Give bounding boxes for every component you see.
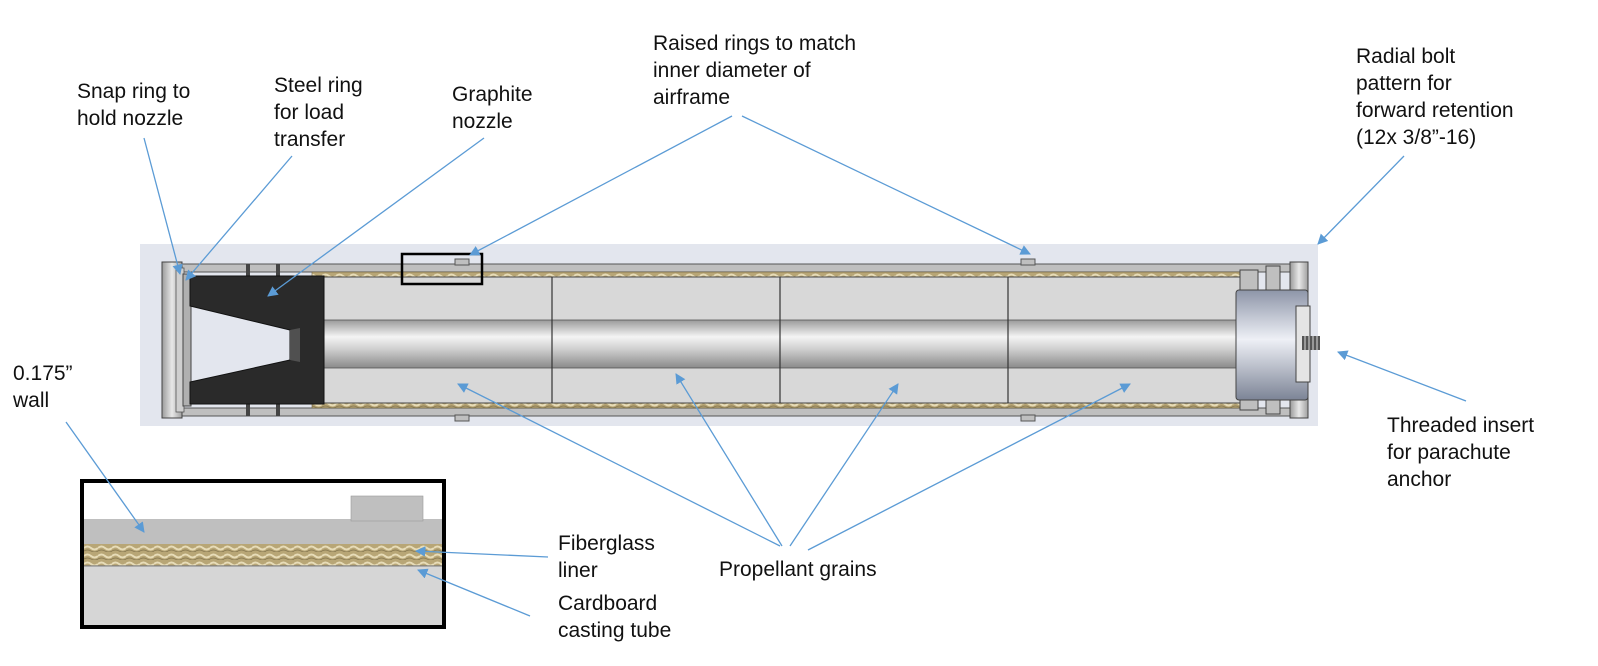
forward-bulkhead <box>1235 261 1320 419</box>
inset-raised-ring <box>350 495 424 522</box>
snap-ring <box>161 261 185 419</box>
raised-ring-aft-top <box>1020 258 1036 266</box>
inset-detail <box>80 479 446 629</box>
inset-fiberglass-liner <box>84 544 442 566</box>
label-steel-ring: Steel ring for load transfer <box>274 74 363 151</box>
label-graphite-nozzle: Graphite nozzle <box>452 83 533 133</box>
zoom-indicator-box <box>400 252 484 286</box>
label-radial-bolt: Radial bolt pattern for forward retentio… <box>1356 45 1514 149</box>
propellant-grains <box>323 276 1241 404</box>
graphite-nozzle <box>189 275 325 405</box>
label-propellant-grains: Propellant grains <box>719 558 877 581</box>
liner-top <box>311 271 1255 278</box>
raised-ring-aft-bottom <box>1020 414 1036 422</box>
raised-ring-fwd-bottom <box>454 414 470 422</box>
label-threaded-insert: Threaded insert for parachute anchor <box>1387 414 1535 491</box>
raised-ring-fwd-top <box>454 258 470 266</box>
liner-bottom <box>311 402 1255 409</box>
label-raised-rings: Raised rings to match inner diameter of … <box>653 32 857 109</box>
leader-lines <box>65 115 1467 617</box>
label-fiberglass-liner: Fiberglass liner <box>558 532 655 582</box>
label-cardboard-tube: Cardboard casting tube <box>558 592 672 642</box>
label-snap-ring: Snap ring to hold nozzle <box>77 80 191 130</box>
threaded-insert <box>1302 336 1320 350</box>
inset-cardboard-tube <box>84 567 442 625</box>
grain-core <box>323 319 1241 369</box>
label-wall: 0.175” wall <box>13 362 73 412</box>
